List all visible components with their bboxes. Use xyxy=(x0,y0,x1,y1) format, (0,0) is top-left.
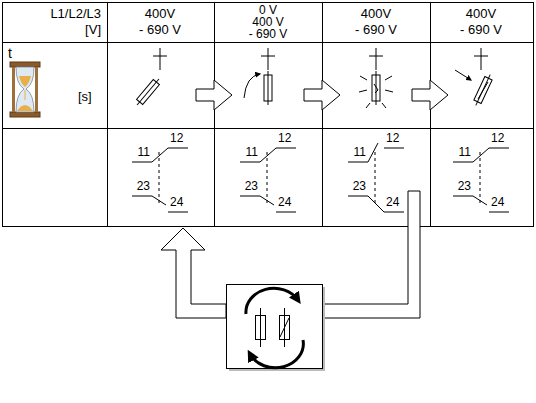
cycle-box xyxy=(227,285,326,372)
contact-line xyxy=(348,162,368,163)
symbol-stroke xyxy=(153,56,167,57)
symbol-stroke xyxy=(360,76,367,80)
symbol-stroke xyxy=(268,48,269,70)
terminal-number: 11 xyxy=(138,146,150,158)
contact-line xyxy=(384,148,404,149)
voltage-cell: - 690 V xyxy=(460,23,502,36)
terminal-number: 24 xyxy=(278,196,291,208)
voltage-cell: L1/L2/L3 xyxy=(50,7,101,20)
symbol-stroke xyxy=(160,48,161,70)
contact-line xyxy=(368,143,378,162)
fuse-state xyxy=(134,48,167,108)
contact-line xyxy=(132,196,152,197)
contact-line xyxy=(368,196,384,212)
terminal-number: 23 xyxy=(137,180,150,192)
voltage-cell: 400 V xyxy=(252,16,283,28)
symbol-stroke xyxy=(376,48,377,70)
terminal-number: 24 xyxy=(386,196,399,208)
contact-line xyxy=(240,162,260,163)
terminal-number: 11 xyxy=(459,146,471,158)
contact-line xyxy=(453,162,473,163)
contact-line xyxy=(276,212,296,213)
fuse-symbol xyxy=(264,71,272,105)
mechanical-link xyxy=(375,152,376,206)
terminal-number: 11 xyxy=(354,146,366,158)
voltage-cell: - 690 V xyxy=(139,23,181,36)
fuse-state xyxy=(244,48,275,105)
contact-line xyxy=(276,148,296,149)
symbol-stroke xyxy=(385,76,392,80)
symbol-stroke xyxy=(382,103,386,108)
table-grid xyxy=(3,3,534,227)
terminal-number: 12 xyxy=(170,132,183,144)
contact-line xyxy=(132,162,152,163)
contact-line xyxy=(348,196,368,197)
fuse-symbols xyxy=(134,48,494,108)
contact-line xyxy=(152,148,168,162)
terminal-number: 11 xyxy=(246,146,258,158)
voltage-cell: 400V xyxy=(361,7,391,20)
contact-line xyxy=(168,212,188,213)
step-arrows xyxy=(196,80,448,110)
auxiliary-contacts xyxy=(132,143,509,212)
contact-line xyxy=(453,196,473,197)
terminal-number: 23 xyxy=(245,180,258,192)
symbol-stroke xyxy=(385,90,393,92)
symbol-stroke xyxy=(366,103,370,108)
hourglass-icon xyxy=(10,62,40,117)
contact-line xyxy=(168,148,188,149)
terminal-number: 12 xyxy=(386,132,399,144)
contact-line xyxy=(240,196,260,197)
mechanical-link xyxy=(480,152,481,206)
contact-line xyxy=(384,212,404,213)
fuse-state xyxy=(359,48,393,108)
fuse-state xyxy=(455,48,494,107)
terminal-number: 23 xyxy=(458,180,471,192)
voltage-cell: 400V xyxy=(466,7,496,20)
terminal-number: 24 xyxy=(491,196,504,208)
time-cell: t xyxy=(8,46,12,60)
symbol-stroke xyxy=(455,70,471,80)
fuse-symbol xyxy=(372,71,380,105)
voltage-cell: [V] xyxy=(85,23,101,36)
contact-symbol xyxy=(348,143,404,212)
contact-line xyxy=(489,148,509,149)
fuse-symbol xyxy=(472,73,494,107)
fuse-symbol xyxy=(134,76,162,107)
symbol-stroke xyxy=(481,48,482,70)
terminal-number: 24 xyxy=(170,196,183,208)
voltage-cell: 0 V xyxy=(259,4,277,16)
symbol-stroke xyxy=(478,82,488,99)
contact-line xyxy=(489,212,509,213)
mechanical-link xyxy=(159,152,160,206)
voltage-cell: - 690 V xyxy=(249,28,288,40)
symbol-stroke xyxy=(374,84,378,93)
contact-line xyxy=(260,148,276,162)
symbol-stroke xyxy=(359,90,367,92)
symbol-stroke xyxy=(261,56,275,57)
terminal-number: 12 xyxy=(491,132,504,144)
terminal-number: 12 xyxy=(278,132,291,144)
symbol-stroke xyxy=(369,56,383,57)
mechanical-link xyxy=(267,152,268,206)
terminal-number: 23 xyxy=(353,180,366,192)
contact-line xyxy=(473,148,489,162)
voltage-cell: 400V xyxy=(145,7,175,20)
voltage-cell: - 690 V xyxy=(355,23,397,36)
symbol-stroke xyxy=(474,56,488,57)
time-cell: [s] xyxy=(78,90,92,103)
symbol-stroke xyxy=(244,74,260,98)
